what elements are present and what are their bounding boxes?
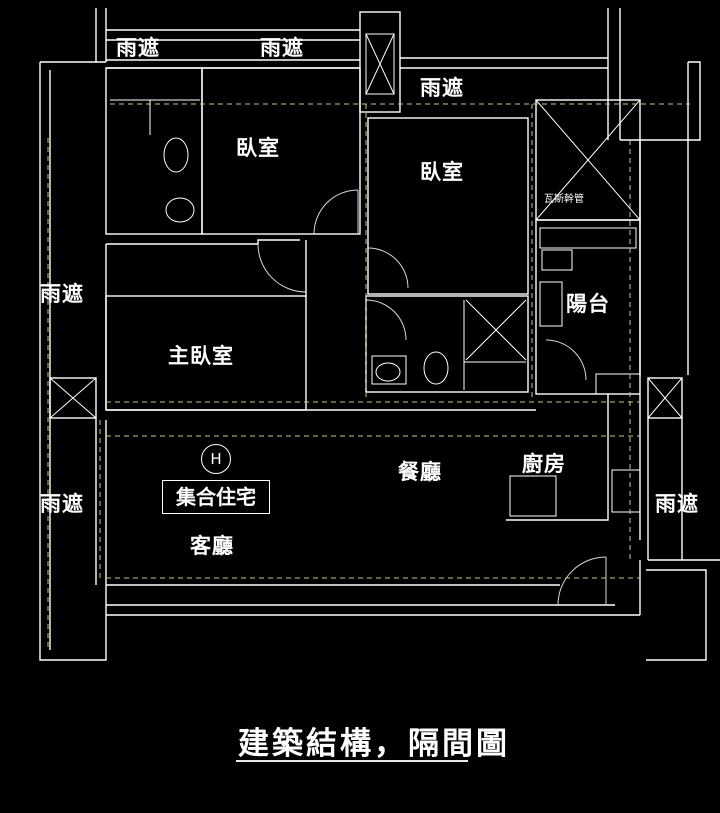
canopy-label-left-lower: 雨遮 [40, 492, 84, 516]
canopy-label-right: 雨遮 [655, 492, 699, 516]
gas-pipe-label: 瓦斯幹管 [544, 194, 584, 205]
dashed-lines [47, 103, 690, 650]
housing-type-label: 集合住宅 [162, 480, 270, 514]
canopy-label-left-upper: 雨遮 [40, 282, 84, 306]
canopy-label-top-mid: 雨遮 [260, 36, 304, 60]
room-label-bedroom-1: 臥室 [236, 136, 280, 160]
caption-underline [236, 760, 468, 762]
room-label-bedroom-2: 臥室 [420, 160, 464, 184]
walls [39, 8, 720, 661]
canopy-label-top-right: 雨遮 [420, 76, 464, 100]
room-label-living: 客廳 [190, 534, 234, 558]
floorplan-caption: 建築結構，隔間圖 [238, 726, 510, 762]
room-label-kitchen: 廚房 [522, 452, 566, 476]
room-label-balcony: 陽台 [566, 292, 610, 316]
room-label-dining: 餐廳 [398, 460, 442, 484]
canopy-label-top-left: 雨遮 [116, 36, 160, 60]
room-label-master-bedroom: 主臥室 [168, 344, 234, 368]
hydrant-symbol-icon: H [201, 444, 231, 474]
